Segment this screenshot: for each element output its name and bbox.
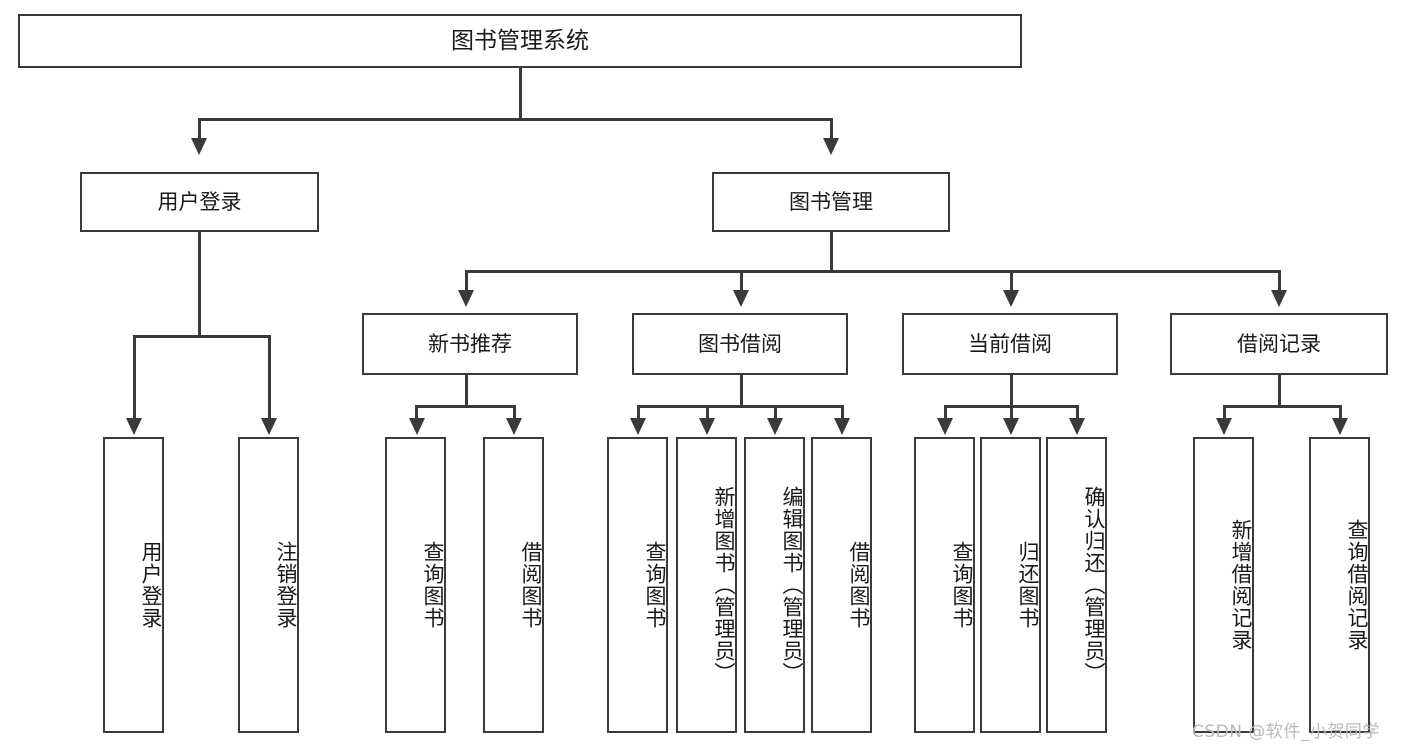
node-label: 图书借阅	[698, 331, 782, 356]
connector-root-bar	[198, 118, 832, 121]
leaf-book-borrow-query-book[interactable]: 查询图书	[607, 437, 668, 733]
connector-book-borrow-leaf-2	[706, 405, 709, 420]
node-label: 图书管理系统	[451, 27, 589, 54]
arrow-to-book-manage	[823, 138, 839, 155]
connector-book-manage-stem	[830, 232, 833, 272]
node-user-login[interactable]: 用户登录	[80, 172, 319, 232]
connector-to-new-book	[465, 270, 468, 292]
leaf-current-borrow-confirm-return[interactable]: 确认归还（管理员）	[1046, 437, 1107, 733]
leaf-label: 查询图书	[643, 541, 667, 629]
arrow-user-login-leaf-2	[261, 418, 277, 435]
node-new-book-recommend[interactable]: 新书推荐	[362, 313, 578, 375]
leaf-label: 查询图书	[421, 541, 445, 629]
arrow-to-book-borrow	[733, 290, 749, 307]
arrow-to-borrow-record	[1271, 290, 1287, 307]
arrow-current-borrow-leaf-1	[937, 418, 953, 435]
connector-new-book-stem	[465, 375, 468, 407]
node-label: 借阅记录	[1237, 331, 1321, 356]
arrow-to-new-book	[458, 290, 474, 307]
connector-book-borrow-leaf-4	[841, 405, 844, 420]
leaf-book-borrow-edit-book[interactable]: 编辑图书（管理员）	[744, 437, 805, 733]
connector-book-borrow-leaf-3	[774, 405, 777, 420]
connector-root-to-book-manage	[830, 118, 833, 140]
leaf-current-borrow-return-book[interactable]: 归还图书	[980, 437, 1041, 733]
leaf-new-book-borrow-book[interactable]: 借阅图书	[483, 437, 544, 733]
leaf-label: 借阅图书	[519, 541, 543, 629]
connector-new-book-bar	[415, 405, 515, 408]
arrow-borrow-record-leaf-1	[1216, 418, 1232, 435]
connector-root-stem	[519, 68, 522, 120]
arrow-book-borrow-leaf-2	[699, 418, 715, 435]
connector-book-manage-bar	[465, 270, 1280, 273]
connector-borrow-record-leaf-1	[1223, 405, 1226, 420]
connector-book-borrow-bar	[637, 405, 843, 408]
connector-user-login-leaf-1	[133, 335, 136, 420]
leaf-current-borrow-query-book[interactable]: 查询图书	[914, 437, 975, 733]
connector-borrow-record-bar	[1223, 405, 1341, 408]
connector-book-borrow-leaf-1	[637, 405, 640, 420]
node-label: 新书推荐	[428, 331, 512, 356]
arrow-new-book-leaf-2	[506, 418, 522, 435]
leaf-label: 确认归还（管理员）	[1082, 486, 1106, 684]
connector-borrow-record-leaf-2	[1339, 405, 1342, 420]
arrow-book-borrow-leaf-3	[767, 418, 783, 435]
leaf-label: 归还图书	[1016, 541, 1040, 629]
connector-to-borrow-record	[1278, 270, 1281, 292]
arrow-current-borrow-leaf-3	[1069, 418, 1085, 435]
arrow-borrow-record-leaf-2	[1332, 418, 1348, 435]
leaf-label: 查询借阅记录	[1345, 519, 1369, 651]
node-label: 用户登录	[157, 189, 242, 214]
arrow-book-borrow-leaf-4	[834, 418, 850, 435]
leaf-borrow-record-add-record[interactable]: 新增借阅记录	[1193, 437, 1254, 733]
node-label: 当前借阅	[968, 331, 1052, 356]
connector-book-borrow-stem	[740, 375, 743, 407]
connector-user-login-stem	[198, 232, 201, 337]
arrow-current-borrow-leaf-2	[1003, 418, 1019, 435]
connector-user-login-leaf-2	[268, 335, 271, 420]
connector-to-current-borrow	[1010, 270, 1013, 292]
connector-user-login-bar	[133, 335, 270, 338]
connector-to-book-borrow	[740, 270, 743, 292]
arrow-to-user-login	[191, 138, 207, 155]
node-borrow-record[interactable]: 借阅记录	[1170, 313, 1388, 375]
connector-current-borrow-leaf-1	[944, 405, 947, 420]
leaf-label: 用户登录	[139, 541, 163, 629]
leaf-label: 查询图书	[950, 541, 974, 629]
connector-root-to-user-login	[198, 118, 201, 140]
leaf-label: 新增借阅记录	[1229, 519, 1253, 651]
arrow-new-book-leaf-1	[409, 418, 425, 435]
leaf-label: 编辑图书（管理员）	[780, 486, 804, 684]
leaf-book-borrow-borrow-book[interactable]: 借阅图书	[811, 437, 872, 733]
csdn-watermark: CSDN @软件_小贺同学	[1192, 722, 1380, 742]
connector-current-borrow-leaf-3	[1076, 405, 1079, 420]
node-book-manage[interactable]: 图书管理	[712, 172, 950, 232]
node-book-borrow[interactable]: 图书借阅	[632, 313, 848, 375]
connector-current-borrow-leaf-2	[1010, 405, 1013, 420]
leaf-label: 借阅图书	[847, 541, 871, 629]
leaf-new-book-query-book[interactable]: 查询图书	[385, 437, 446, 733]
arrow-book-borrow-leaf-1	[630, 418, 646, 435]
node-label: 图书管理	[789, 189, 873, 214]
leaf-borrow-record-query-record[interactable]: 查询借阅记录	[1309, 437, 1370, 733]
node-current-borrow[interactable]: 当前借阅	[902, 313, 1118, 375]
leaf-book-borrow-add-book[interactable]: 新增图书（管理员）	[676, 437, 737, 733]
arrow-to-current-borrow	[1003, 290, 1019, 307]
leaf-user-login-logout[interactable]: 注销登录	[238, 437, 299, 733]
connector-new-book-leaf-1	[415, 405, 418, 420]
connector-new-book-leaf-2	[513, 405, 516, 420]
arrow-user-login-leaf-1	[126, 418, 142, 435]
connector-current-borrow-stem	[1010, 375, 1013, 407]
node-root-system[interactable]: 图书管理系统	[18, 14, 1022, 68]
leaf-label: 注销登录	[274, 541, 298, 629]
connector-borrow-record-stem	[1278, 375, 1281, 407]
leaf-user-login-login[interactable]: 用户登录	[103, 437, 164, 733]
leaf-label: 新增图书（管理员）	[712, 486, 736, 684]
